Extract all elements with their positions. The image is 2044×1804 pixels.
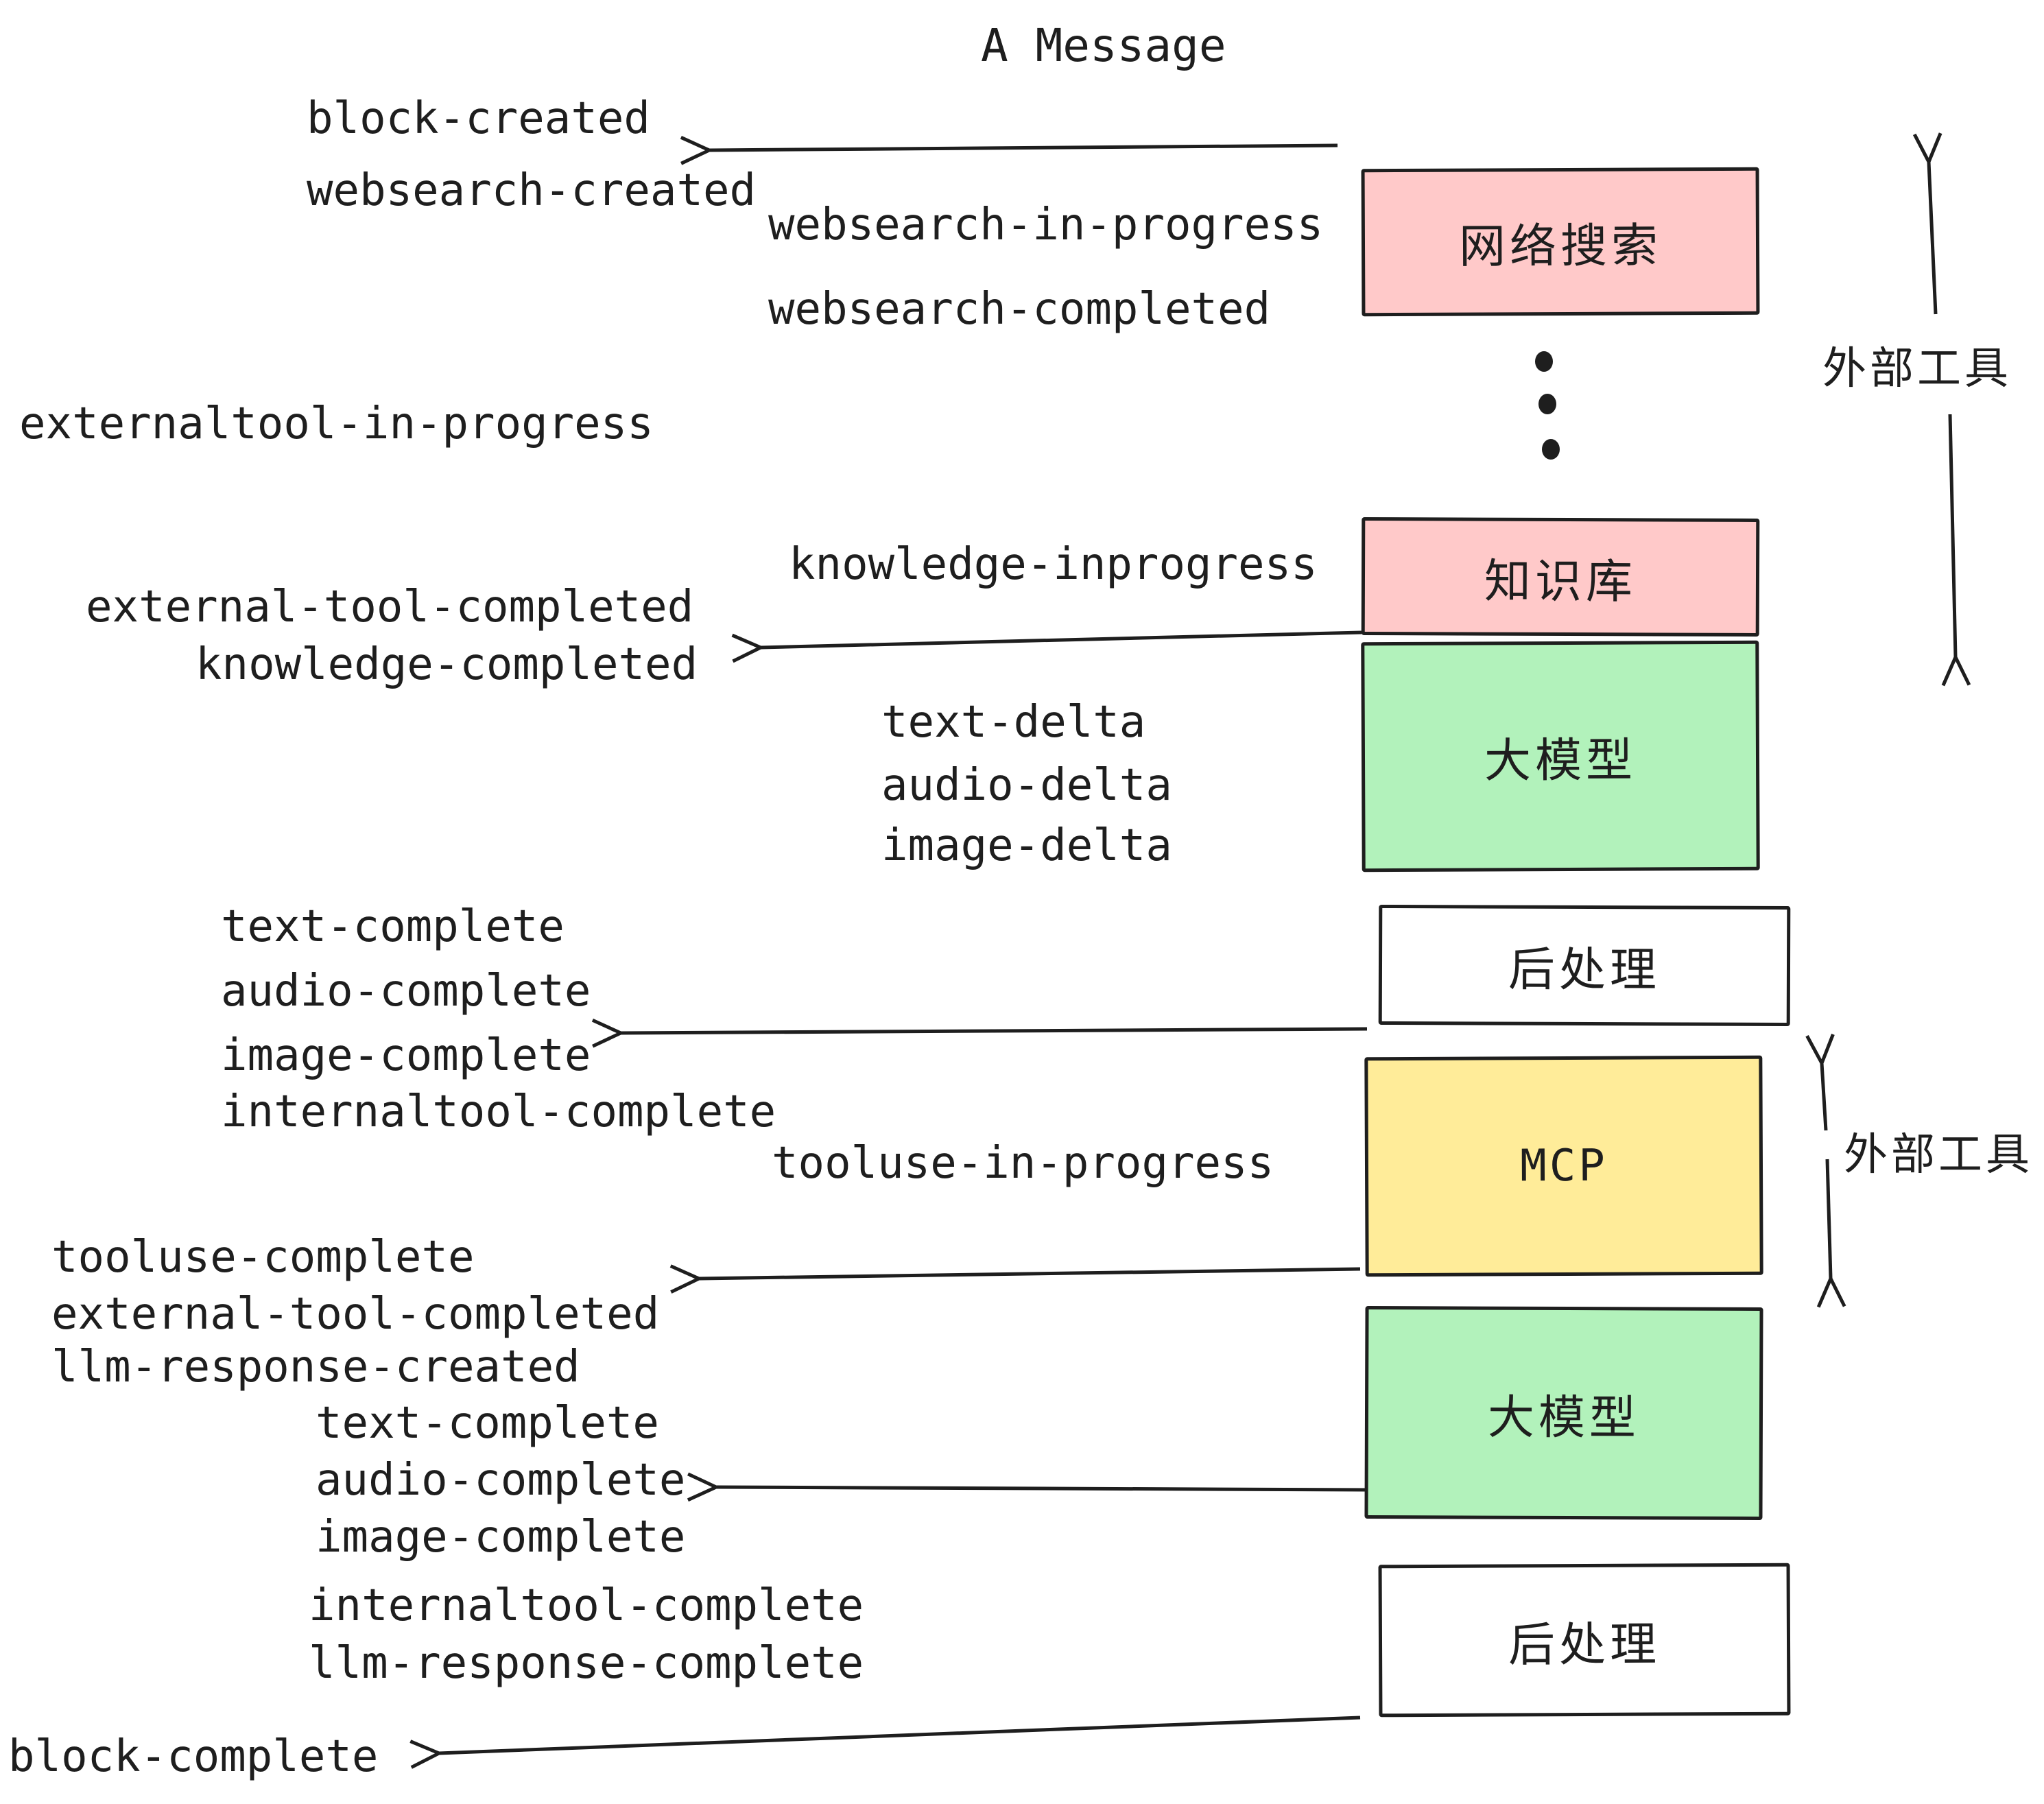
event-block-created: block-created [307,93,650,144]
event-image-complete: image-complete [221,1030,591,1081]
external-tools-label-1: 外部工具 [1822,344,2012,394]
ellipsis-dot [1542,439,1560,460]
arrow-mcp-external-up [1822,1063,1826,1131]
diagram-title: A [981,19,1008,72]
event-text-delta: text-delta [881,697,1146,748]
event-audio-complete: audio-complete [221,966,591,1017]
event-tooluse-in-progress: tooluse-in-progress [772,1138,1274,1189]
event-image-complete-2: image-complete [316,1512,686,1563]
event-internaltool-complete-2: internaltool-complete [309,1580,864,1631]
arrow-external-tools-down [1950,414,1956,657]
event-tooluse-complete: tooluse-complete [51,1232,475,1283]
arrow-mcp-external-down [1827,1159,1831,1279]
diagram-title-text: A Message [981,19,1226,72]
event-internaltool-complete: internaltool-complete [221,1087,776,1137]
event-external-tool-completed: external-tool-completed [86,582,694,632]
event-block-complete: block-complete [8,1731,379,1782]
arrow-llm2-to-audio-complete [716,1487,1368,1490]
arrow-postprocess-to-image-complete [621,1029,1368,1033]
event-externaltool-in-progress: externaltool-in-progress [19,399,654,449]
arrow-external-tools-up [1929,162,1936,315]
event-text-complete: text-complete [221,901,565,952]
external-tools-label-2: 外部工具 [1844,1130,2033,1180]
arrow-mcp-to-tooluse-complete [699,1269,1361,1279]
event-websearch-in-progress: websearch-in-progress [768,200,1324,250]
event-llm-response-created: llm-response-created [51,1342,580,1392]
ellipsis-dot [1538,394,1556,414]
event-knowledge-inprogress: knowledge-inprogress [789,539,1318,590]
event-knowledge-completed: knowledge-completed [195,639,698,690]
event-llm-response-complete: llm-response-complete [309,1638,864,1689]
event-websearch-completed: websearch-completed [768,284,1271,335]
event-external-tool-completed-2: external-tool-completed [51,1289,660,1340]
event-audio-complete-2: audio-complete [316,1455,686,1506]
event-image-delta: image-delta [881,820,1172,871]
event-text-complete-2: text-complete [316,1398,659,1449]
ellipsis-dot [1535,351,1553,372]
arrow-postprocess2-to-block-complete [439,1716,1361,1753]
event-audio-delta: audio-delta [881,760,1172,811]
arrow-knowledge-to-knowledge-completed [761,630,1362,648]
event-websearch-created: websearch-created [307,165,757,216]
arrow-websearch-to-block-created [709,145,1338,150]
